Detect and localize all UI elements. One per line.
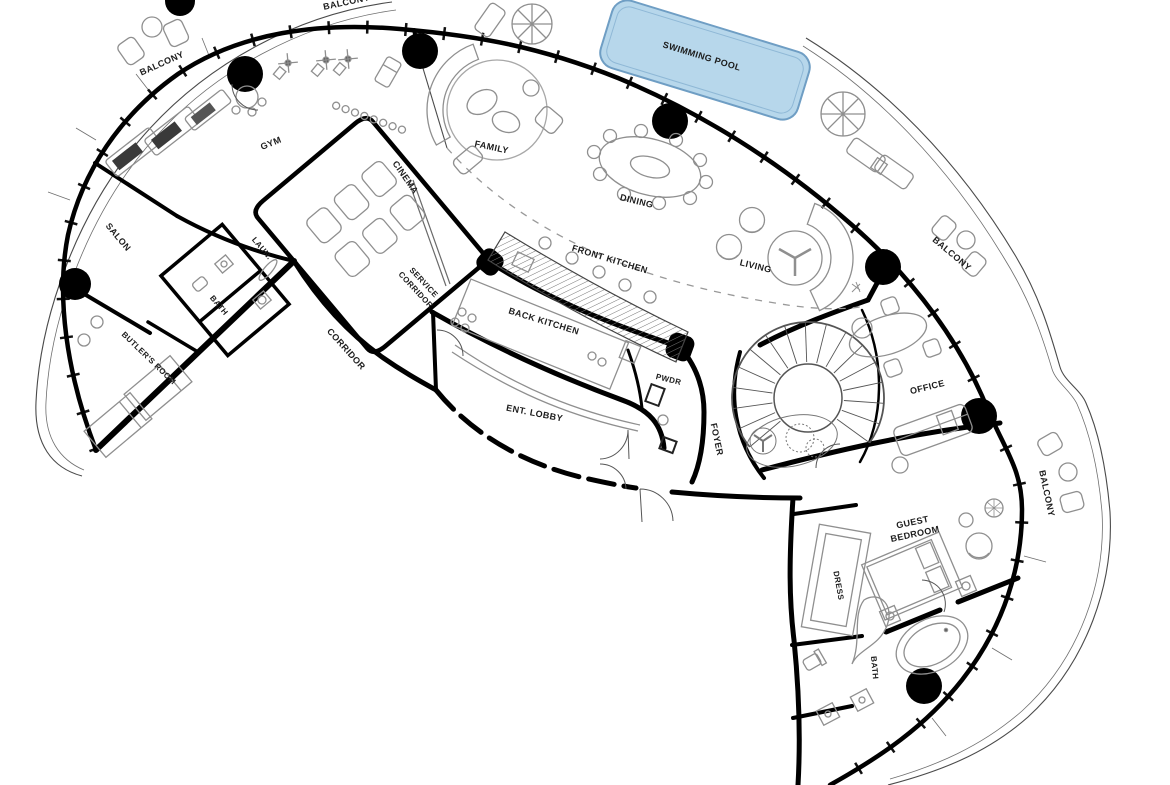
office-furniture bbox=[848, 296, 973, 474]
terrace-edge-right-inner bbox=[802, 45, 1103, 780]
bath-mid-wall bbox=[791, 704, 854, 720]
pwdr-fixtures bbox=[657, 414, 678, 455]
column bbox=[227, 56, 263, 92]
umbrella bbox=[511, 3, 553, 45]
label-balcony-lower-right: BALCONY bbox=[1037, 469, 1057, 517]
label-family: FAMILY bbox=[474, 139, 510, 156]
label-corridor: CORRIDOR bbox=[325, 326, 367, 372]
balcony-division-line bbox=[931, 717, 947, 737]
label-dining: DINING bbox=[619, 192, 654, 210]
stair-west-wall bbox=[732, 350, 766, 480]
balcony-right-furniture bbox=[931, 215, 987, 277]
column bbox=[652, 103, 688, 139]
label-balcony-right: BALCONY bbox=[931, 235, 974, 273]
service-bath-block bbox=[158, 221, 292, 359]
salon-gym-wall bbox=[93, 161, 179, 218]
balcony-division-line bbox=[1023, 555, 1047, 563]
balcony-division-line bbox=[47, 191, 71, 201]
label-back-kitchen: BACK KITCHEN bbox=[507, 306, 580, 337]
balcony-division-line bbox=[991, 647, 1013, 661]
open-plan-dashed-arc bbox=[446, 147, 866, 310]
pwdr-east-wall bbox=[677, 344, 707, 485]
dress-south-wall bbox=[790, 634, 864, 647]
label-office: OFFICE bbox=[909, 378, 946, 396]
cinema-screen bbox=[408, 179, 451, 287]
stair-east-wall bbox=[858, 308, 881, 464]
dining-furniture bbox=[586, 123, 714, 211]
terrace-edge-left-outer bbox=[35, 1, 393, 477]
kitchen-south-wall bbox=[429, 309, 667, 451]
gym-machine bbox=[310, 50, 336, 78]
label-guest-bedroom: GUEST BEDROOM bbox=[890, 514, 941, 544]
terrace-outline bbox=[35, 1, 1111, 785]
column bbox=[865, 249, 901, 285]
balcony-top-left-furniture bbox=[117, 16, 190, 66]
door-swings bbox=[231, 83, 946, 613]
dumbbell-rack bbox=[332, 101, 407, 134]
stair-planter bbox=[746, 414, 838, 468]
pool-terrace-furniture bbox=[474, 2, 914, 190]
service-bath-fixtures bbox=[192, 253, 278, 311]
umbrella bbox=[820, 91, 866, 137]
cinema-seats bbox=[306, 160, 426, 278]
pool-water bbox=[599, 0, 811, 121]
label-salon: SALON bbox=[104, 221, 133, 253]
guest-bath-fixtures bbox=[802, 596, 969, 727]
palm-plant bbox=[851, 281, 861, 293]
label-foyer: FOYER bbox=[709, 422, 726, 456]
butler-bath-wall bbox=[146, 320, 200, 354]
terrace-edge-left-inner bbox=[45, 9, 397, 471]
label-balcony-top: BALCONY bbox=[322, 0, 370, 12]
dress-north-wall bbox=[792, 503, 858, 516]
gym-machine bbox=[332, 49, 358, 77]
furniture bbox=[77, 2, 1085, 727]
wing-mid-wall bbox=[175, 214, 296, 263]
spiral-stair bbox=[731, 321, 885, 468]
living-foyer-wall bbox=[757, 269, 886, 348]
swimming-pool bbox=[599, 0, 811, 121]
label-bath-guest: BATH bbox=[869, 656, 880, 680]
balcony-lower-right-furniture bbox=[1037, 431, 1085, 514]
lobby-south-wall bbox=[433, 387, 639, 491]
pool-coping bbox=[606, 6, 804, 114]
guest-wing-west-wall bbox=[787, 495, 802, 785]
label-gym: GYM bbox=[259, 135, 283, 152]
bed-bath-divider-wall bbox=[883, 575, 1021, 635]
back-kitchen-fixtures bbox=[450, 278, 666, 408]
gym-machine bbox=[374, 56, 402, 88]
pwdr-west-wall bbox=[626, 348, 644, 410]
gym-machine bbox=[272, 53, 298, 81]
column bbox=[59, 268, 91, 300]
foyer-south-wall bbox=[669, 489, 803, 501]
label-front-kitchen: FRONT KITCHEN bbox=[571, 243, 649, 276]
guest-bedroom-furniture bbox=[860, 498, 1004, 628]
label-pwdr: PWDR bbox=[655, 372, 682, 387]
terrace-edge-right-outer bbox=[805, 37, 1111, 785]
column bbox=[165, 0, 195, 16]
gym-equipment bbox=[105, 49, 407, 177]
label-dress: DRESS bbox=[831, 570, 845, 601]
butlers-room-furniture bbox=[77, 315, 193, 459]
front-kitchen-counter bbox=[487, 231, 689, 363]
column bbox=[961, 398, 997, 434]
living-furniture bbox=[715, 202, 861, 312]
dress-closet bbox=[800, 523, 872, 637]
balcony-division-line bbox=[75, 127, 97, 141]
balcony-division-line bbox=[135, 73, 151, 93]
family-furniture bbox=[426, 43, 564, 175]
lobby-west-wall bbox=[431, 310, 438, 392]
gym-family-partition bbox=[418, 54, 448, 149]
corridor-south-wall bbox=[291, 258, 439, 393]
label-butlers-room: BUTLER'S ROOM bbox=[120, 330, 178, 386]
lobby-console bbox=[451, 344, 641, 432]
column bbox=[906, 668, 942, 704]
column bbox=[402, 33, 438, 69]
cinema-walls bbox=[253, 116, 487, 354]
